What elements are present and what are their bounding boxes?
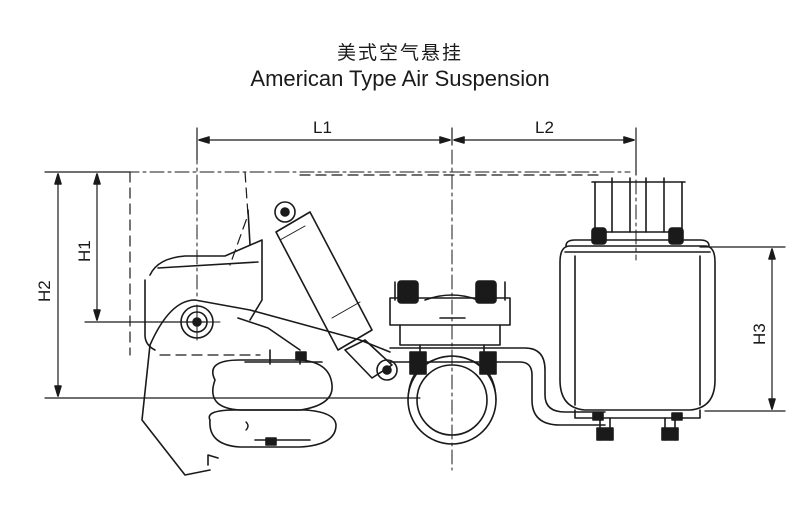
hanger-bracket <box>144 209 263 351</box>
dimension-label-l2: L2 <box>535 118 554 137</box>
dimension-label-h3: H3 <box>750 323 769 345</box>
axle-tube <box>407 344 497 445</box>
dimension-h2: H2 <box>35 171 421 399</box>
dimension-label-h1: H1 <box>75 240 94 262</box>
dimension-l1: L1 <box>196 118 453 161</box>
diagram-title-chinese: 美式空气悬挂 <box>336 42 463 64</box>
dimension-h1: H1 <box>75 173 206 323</box>
pivot-bolt <box>174 304 221 341</box>
diagram-title-english: American Type Air Suspension <box>250 66 550 91</box>
frame-rail <box>129 171 601 356</box>
dimension-h3: H3 <box>699 246 786 412</box>
centre-lines <box>49 149 637 471</box>
dimension-label-l1: L1 <box>313 118 332 137</box>
axle-seat <box>389 280 511 346</box>
rear-beam <box>389 347 606 426</box>
trailing-arm <box>141 299 391 476</box>
front-air-spring <box>208 349 337 448</box>
dimension-label-h2: H2 <box>35 280 54 302</box>
rear-air-spring <box>559 177 716 441</box>
dimension-l2: L2 <box>453 118 637 176</box>
shock-absorber <box>274 201 398 381</box>
